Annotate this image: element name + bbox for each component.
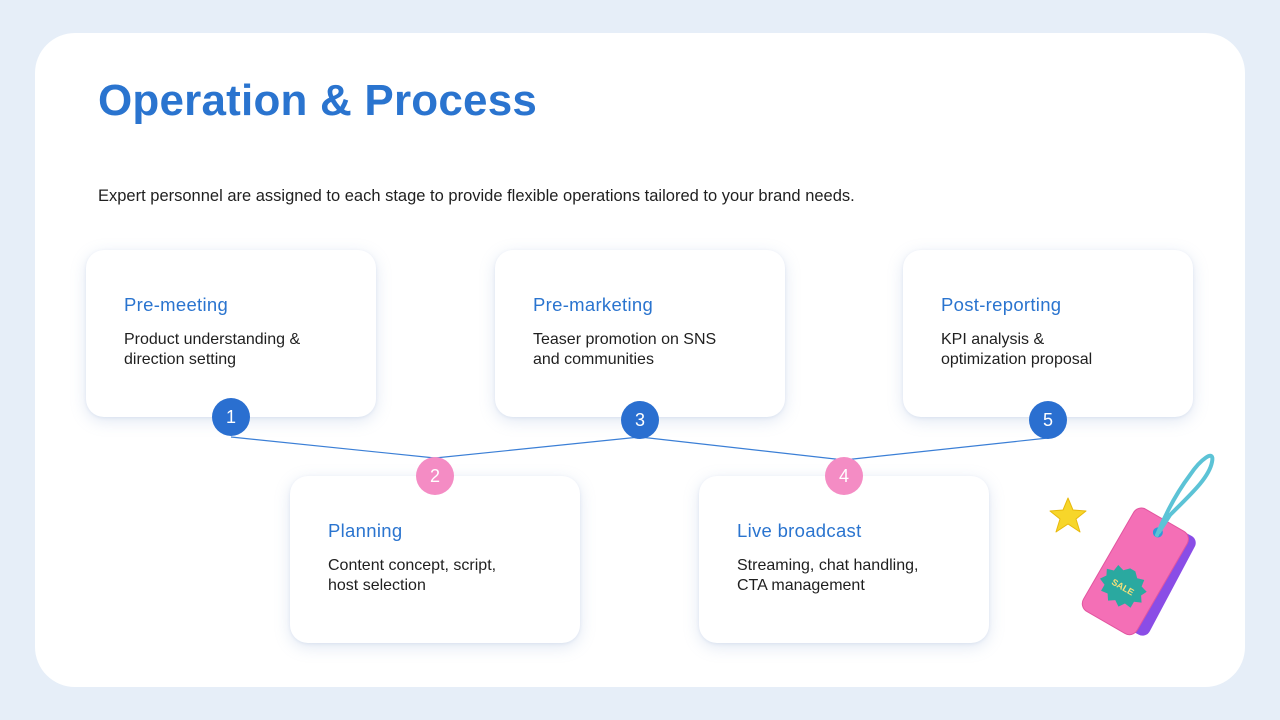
step-description: Content concept, script, host selection xyxy=(328,557,497,594)
step-number-badge: 2 xyxy=(416,457,454,495)
star-icon xyxy=(1049,497,1087,533)
step-title: Pre-marketing xyxy=(533,294,654,315)
sale-tag-icon: SALE xyxy=(1049,454,1215,636)
step-title: Live broadcast xyxy=(737,520,862,541)
step-card-live-broadcast: Live broadcast Streaming, chat handling,… xyxy=(699,476,989,643)
page-title: Operation & Process xyxy=(98,76,538,125)
step-title: Post-reporting xyxy=(941,294,1062,315)
step-card-pre-meeting: Pre-meeting Product understanding & dire… xyxy=(86,250,376,417)
step-number-badge: 5 xyxy=(1029,401,1067,439)
page-subtitle: Expert personnel are assigned to each st… xyxy=(98,187,855,205)
step-number-badge: 1 xyxy=(212,398,250,436)
step-card-pre-marketing: Pre-marketing Teaser promotion on SNS an… xyxy=(495,250,785,417)
step-card-post-reporting: Post-reporting KPI analysis & optimizati… xyxy=(903,250,1193,417)
step-title: Pre-meeting xyxy=(124,294,229,315)
step-description: KPI analysis & optimization proposal xyxy=(941,331,1093,368)
step-description: Product understanding & direction settin… xyxy=(124,331,301,368)
step-number-badge: 4 xyxy=(825,457,863,495)
step-number-badge: 3 xyxy=(621,401,659,439)
step-description: Streaming, chat handling, CTA management xyxy=(737,557,919,594)
step-description: Teaser promotion on SNS and communities xyxy=(533,331,717,368)
step-card-planning: Planning Content concept, script, host s… xyxy=(290,476,580,643)
step-title: Planning xyxy=(328,520,403,541)
